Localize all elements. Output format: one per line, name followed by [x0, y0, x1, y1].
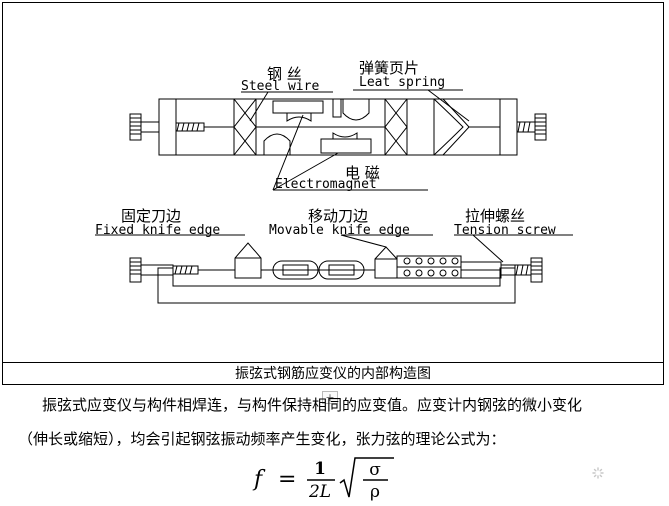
tension-wire-formula: f = 1 2L σ ρ: [252, 457, 394, 501]
diagram-frame: 钢 丝 Steel wire 弹簧页片 Leat spring 电 磁 Elec…: [2, 2, 664, 385]
loading-spinner-icon: [592, 467, 604, 479]
formula-denominator: 2L: [308, 482, 331, 501]
top-assembly: [129, 98, 547, 156]
vibrating-wire-gauge-diagram: 钢 丝 Steel wire 弹簧页片 Leat spring 电 磁 Elec…: [95, 59, 573, 304]
body-text-line-2: （伸长或缩短），均会引起钢弦振动频率产生变化，张力弦的理论公式为：: [18, 430, 506, 448]
fixed-knife-label-cn: 固定刀边: [121, 207, 181, 225]
formula-numerator: 1: [314, 459, 326, 479]
leaf-spring-label-cn: 弹簧页片: [359, 59, 419, 77]
leaf-spring-leader: [427, 89, 470, 122]
movable-knife-label-en: Movable knife edge: [269, 223, 410, 238]
fixed-knife-label-en: Fixed knife edge: [95, 223, 220, 238]
body-text-line-1: 振弦式应变仪与构件相焊连，与构件保持相同的应变值。应变计内钢弦的微小变化: [42, 396, 583, 414]
steel-wire-label-cn: 钢 丝: [267, 65, 302, 83]
steel-wire-leader: [249, 91, 269, 122]
movable-knife-leader: [340, 234, 387, 248]
tension-screw-leader: [472, 234, 504, 263]
add-handle-icon[interactable]: +: [322, 391, 338, 404]
formula-equals: =: [278, 467, 296, 492]
electromagnet-label-en: Electromagnet: [275, 177, 377, 192]
electromagnet-leader-2: [272, 152, 339, 191]
leaf-spring-label-en: Leat spring: [359, 75, 445, 90]
tension-screw-label-cn: 拉伸螺丝: [465, 207, 525, 225]
bottom-assembly: [129, 242, 543, 304]
steel-wire-label-en: Steel wire: [241, 79, 319, 94]
formula-lhs: f: [252, 467, 266, 492]
movable-knife-label-cn: 移动刀边: [308, 207, 368, 225]
formula-radicand-top: σ: [369, 460, 381, 480]
diagram-caption: 振弦式钢筋应变仪的内部构造图: [235, 366, 431, 382]
formula-radicand-bottom: ρ: [370, 482, 380, 501]
right-knob-icon: [534, 113, 547, 141]
electromagnet-label-cn: 电 磁: [345, 164, 380, 182]
sqrt-icon: [339, 457, 394, 498]
tension-screw-label-en: Tension screw: [454, 223, 556, 238]
caption-bar: 振弦式钢筋应变仪的内部构造图: [2, 362, 664, 385]
electromagnet-leader-1: [272, 114, 304, 191]
